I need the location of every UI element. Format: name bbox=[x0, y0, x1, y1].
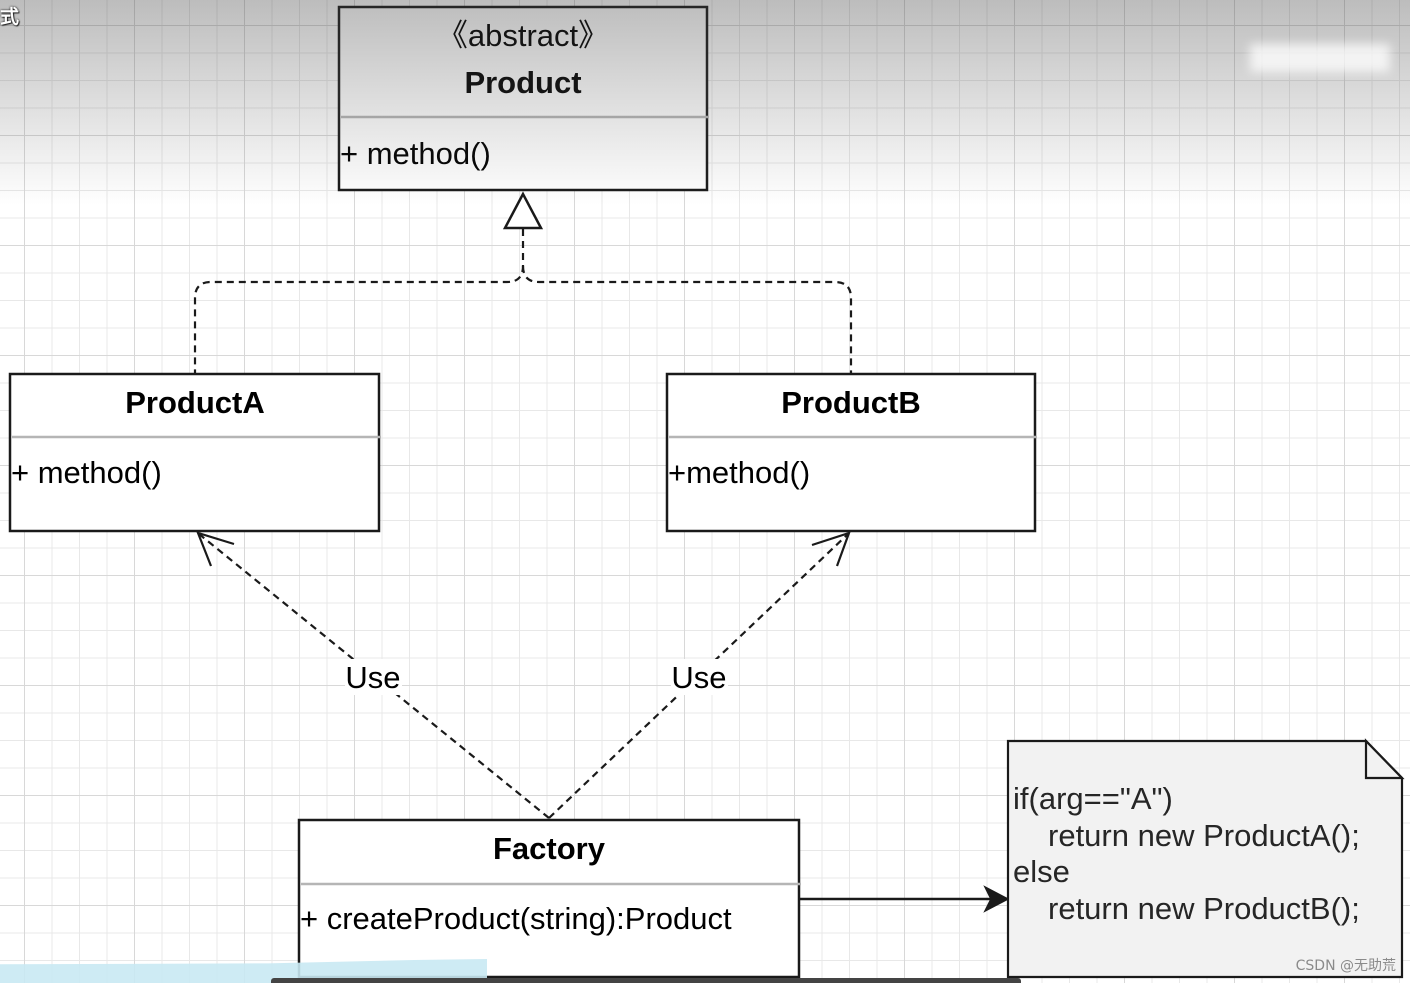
class-product-b: ProductB +method() bbox=[665, 372, 1037, 533]
code-note: if(arg=="A") return new ProductA(); else… bbox=[1006, 738, 1405, 979]
association-edge-note bbox=[799, 885, 1010, 913]
class-product-a: ProductA + method() bbox=[8, 372, 381, 533]
watermark: CSDN @无助荒 bbox=[1295, 958, 1396, 974]
realization-arrowhead bbox=[502, 191, 544, 230]
edge-label-use-product-a: Use bbox=[345, 660, 400, 695]
association-arrowhead-note bbox=[983, 885, 1010, 913]
dependency-edge-product-a: Use bbox=[196, 531, 550, 819]
class-product-b-method: +method() bbox=[668, 455, 810, 490]
horizontal-scrollbar-thumb[interactable] bbox=[271, 978, 1021, 983]
class-product-name: Product bbox=[464, 65, 581, 100]
class-factory-name: Factory bbox=[493, 831, 606, 866]
class-product-stereotype: 《abstract》 bbox=[437, 18, 609, 53]
class-product-a-name: ProductA bbox=[125, 385, 265, 420]
realization-edges bbox=[193, 191, 853, 374]
class-product-b-name: ProductB bbox=[781, 385, 921, 420]
edge-label-use-product-b: Use bbox=[671, 660, 726, 695]
class-product: 《abstract》 Product + method() bbox=[337, 5, 709, 192]
realization-edge-product-a bbox=[193, 229, 525, 374]
class-product-a-box bbox=[8, 372, 381, 533]
code-note-line-3: else bbox=[1013, 854, 1070, 889]
dependency-edge-product-b: Use bbox=[548, 531, 851, 819]
class-factory-method: + createProduct(string):Product bbox=[300, 901, 732, 936]
realization-edge-product-b bbox=[521, 265, 853, 374]
class-product-method: + method() bbox=[340, 136, 491, 171]
code-note-folded-corner bbox=[1364, 738, 1405, 780]
class-product-a-method: + method() bbox=[11, 455, 162, 490]
dependency-arrowhead-product-a bbox=[196, 531, 235, 567]
class-factory-box bbox=[297, 818, 801, 979]
class-product-b-box bbox=[665, 372, 1037, 533]
class-product-box bbox=[337, 5, 709, 192]
code-note-shape bbox=[1006, 739, 1404, 979]
dependency-arrowhead-product-b bbox=[811, 531, 851, 567]
edge-label-bg-product-b bbox=[671, 659, 728, 695]
code-note-line-4: return new ProductB(); bbox=[1048, 891, 1360, 926]
edge-label-bg-product-a bbox=[345, 659, 402, 695]
dependency-line-product-a bbox=[198, 533, 550, 819]
code-note-line-1: if(arg=="A") bbox=[1013, 781, 1173, 816]
class-factory: Factory + createProduct(string):Product bbox=[297, 818, 801, 979]
code-note-line-2: return new ProductA(); bbox=[1048, 818, 1360, 853]
corner-caption: 式 bbox=[0, 6, 20, 28]
